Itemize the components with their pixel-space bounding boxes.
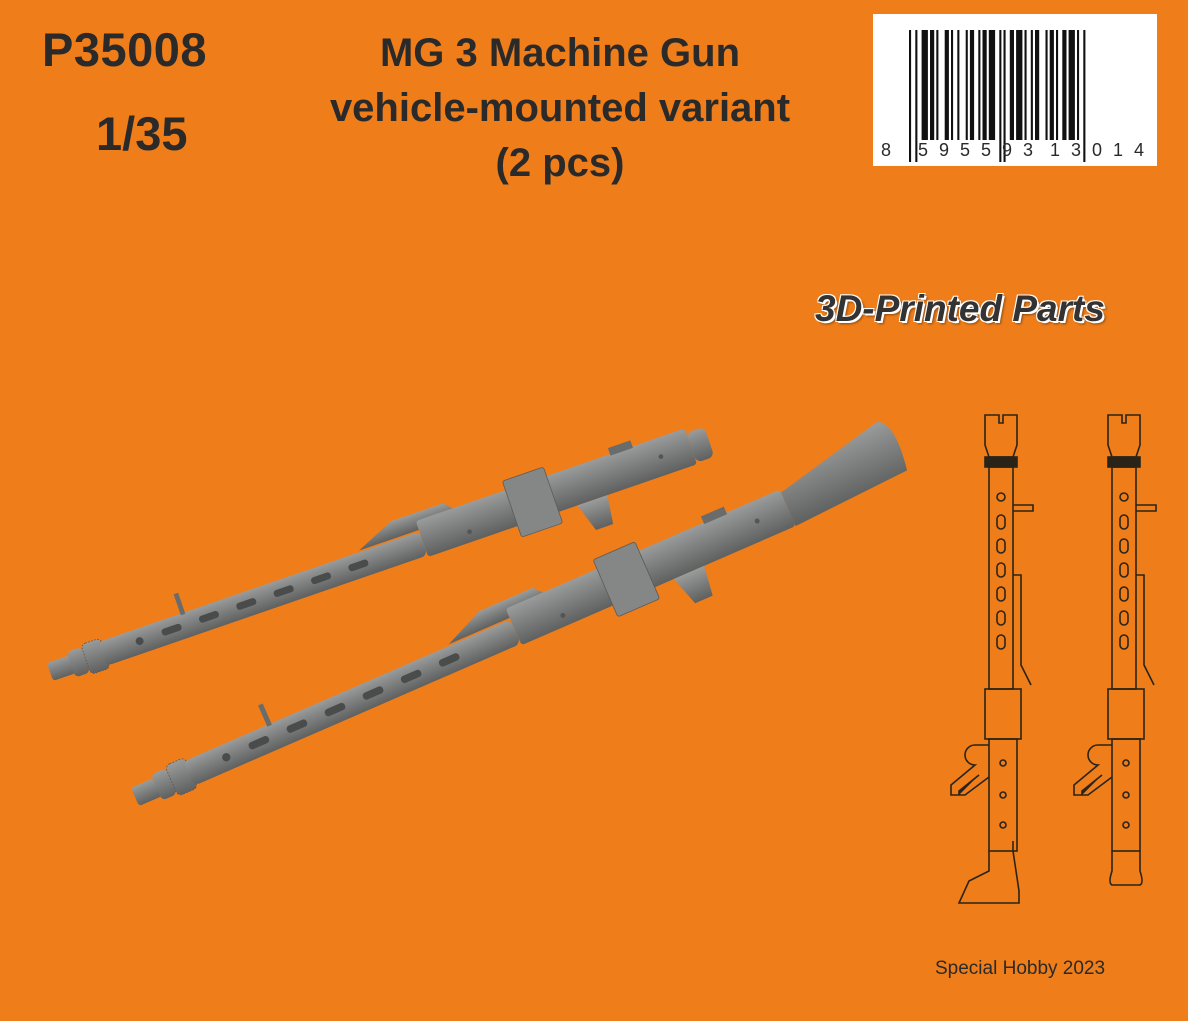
barcode: 8 5 9 5 5 9 3 1 3 0 1 4 9: [873, 14, 1157, 166]
barcode-digit: 3: [1071, 140, 1082, 160]
barcode-bar: [1068, 30, 1075, 140]
barcode-bar: [982, 30, 987, 140]
title-line-3: (2 pcs): [495, 141, 625, 185]
barcode-bar: [944, 30, 949, 140]
barcode-bar: [965, 30, 968, 140]
line-drawing-vehicle-variant: [1073, 414, 1157, 886]
line-drawing-with-stock: [950, 414, 1034, 904]
barcode-bar: [1003, 30, 1006, 162]
barcode-digit: 5: [981, 140, 992, 160]
barcode-digit: 5: [918, 140, 929, 160]
barcode-bar: [915, 30, 918, 162]
barcode-bar: [1077, 30, 1080, 140]
product-code: P35008: [42, 23, 208, 76]
printed-parts-badge: 3D-Printed Parts: [815, 288, 1105, 329]
barcode-bar: [921, 30, 928, 140]
barcode-bar: [909, 30, 912, 162]
barcode-bar: [1009, 30, 1014, 140]
barcode-bar: [1045, 30, 1048, 140]
barcode-bar: [930, 30, 935, 140]
barcode-bar: [1083, 30, 1086, 162]
barcode-digit: 9: [939, 140, 950, 160]
product-title: MG 3 Machine Gun vehicle-mounted variant…: [250, 26, 870, 191]
barcode-bar: [951, 30, 954, 140]
barcode-digit: 5: [960, 140, 971, 160]
barcode-bar: [1062, 30, 1067, 140]
title-line-1: MG 3 Machine Gun: [379, 31, 741, 75]
barcode-bar: [969, 30, 975, 140]
barcode-digit: 8: [881, 140, 892, 160]
title-line-2: vehicle-mounted variant: [329, 86, 791, 130]
barcode-digit: 3: [1023, 140, 1034, 160]
barcode-bar: [1056, 30, 1059, 140]
barcode-bar: [978, 30, 981, 140]
barcode-bar: [999, 30, 1002, 162]
barcode-bar: [936, 30, 939, 140]
barcode-bar: [1024, 30, 1027, 140]
copyright-text: Special Hobby 2023: [935, 958, 1106, 979]
barcode-bar: [1049, 30, 1054, 140]
barcode-digit: 9: [1002, 140, 1013, 160]
barcode-bars: [909, 30, 1086, 162]
barcode-digit: 1: [1113, 140, 1124, 160]
barcode-digits: 8 5 9 5 5 9 3 1 3 0 1 4 9: [873, 140, 1157, 164]
scale-label: 1/35: [96, 107, 188, 160]
barcode-bar: [1016, 30, 1023, 140]
barcode-bar: [1035, 30, 1040, 140]
barcode-bar: [1030, 30, 1033, 140]
barcode-bar: [988, 30, 996, 140]
barcode-bar: [957, 30, 960, 140]
barcode-digit: 4: [1134, 140, 1145, 160]
barcode-digit: 1: [1050, 140, 1061, 160]
barcode-digit: 0: [1092, 140, 1103, 160]
